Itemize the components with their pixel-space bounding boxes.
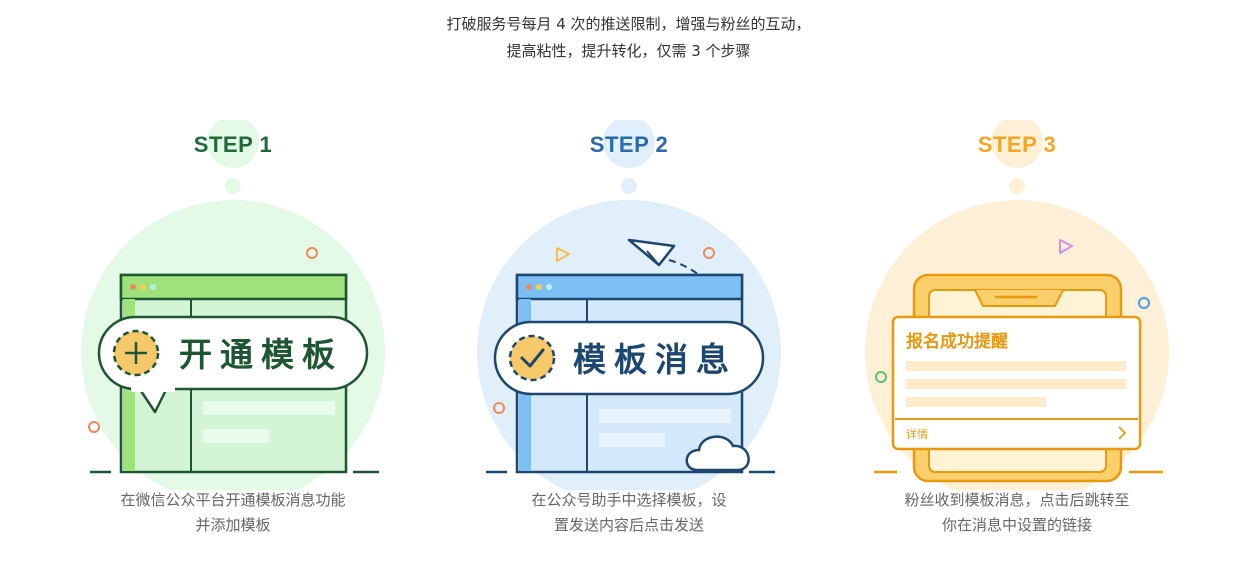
step-2-label: STEP 2 (589, 132, 669, 157)
step-1: 开通模板 STEP 1 在微信公众平台开通模板消息功能 并添加模板 (73, 120, 393, 560)
step-2-illustration: 模板消息 (477, 120, 781, 490)
step-2-caption-line-1: 在公众号助手中选择模板，设 (531, 491, 727, 509)
step-3-label: STEP 3 (977, 132, 1057, 157)
paper-plane-icon (627, 238, 676, 267)
cloud-icon (685, 435, 750, 472)
step-3-caption: 粉丝收到模板消息，点击后跳转至 你在消息中设置的链接 (857, 488, 1177, 538)
step-3-illustration: 报名成功提醒 详情 (865, 120, 1169, 490)
step-3-caption-line-2: 你在消息中设置的链接 (941, 516, 1092, 534)
step-1-card-text: 开通模板 (179, 335, 343, 374)
step-3: 报名成功提醒 详情 STEP 3 粉丝收到模板消息，点击后跳转至 你在消息中设置… (857, 120, 1177, 560)
check-circle-icon (508, 334, 556, 382)
step-2-caption: 在公众号助手中选择模板，设 置发送内容后点击发送 (469, 488, 789, 538)
step-2: 模板消息 STEP 2 在公众号助手中选择模板，设 置发送内容后点击发送 (469, 120, 789, 560)
step-1-label: STEP 1 (193, 132, 273, 157)
intro-line-1: 打破服务号每月 4 次的推送限制，增强与粉丝的互动， (446, 15, 811, 33)
step-3-card-title: 报名成功提醒 (906, 331, 1008, 352)
step-1-caption-line-1: 在微信公众平台开通模板消息功能 (120, 491, 346, 509)
intro-text: 打破服务号每月 4 次的推送限制，增强与粉丝的互动， 提高粘性，提升转化，仅需 … (0, 11, 1257, 65)
intro-line-2: 提高粘性，提升转化，仅需 3 个步骤 (506, 42, 751, 60)
chevron-right-icon (1118, 426, 1127, 440)
step-1-illustration: 开通模板 (81, 120, 385, 490)
step-1-caption-line-2: 并添加模板 (195, 516, 271, 534)
step-1-caption: 在微信公众平台开通模板消息功能 并添加模板 (73, 488, 393, 538)
step-3-card-link: 详情 (906, 427, 928, 441)
step-2-caption-line-2: 置发送内容后点击发送 (553, 516, 704, 534)
step-3-caption-line-1: 粉丝收到模板消息，点击后跳转至 (904, 491, 1130, 509)
step-2-card-text: 模板消息 (573, 340, 737, 379)
